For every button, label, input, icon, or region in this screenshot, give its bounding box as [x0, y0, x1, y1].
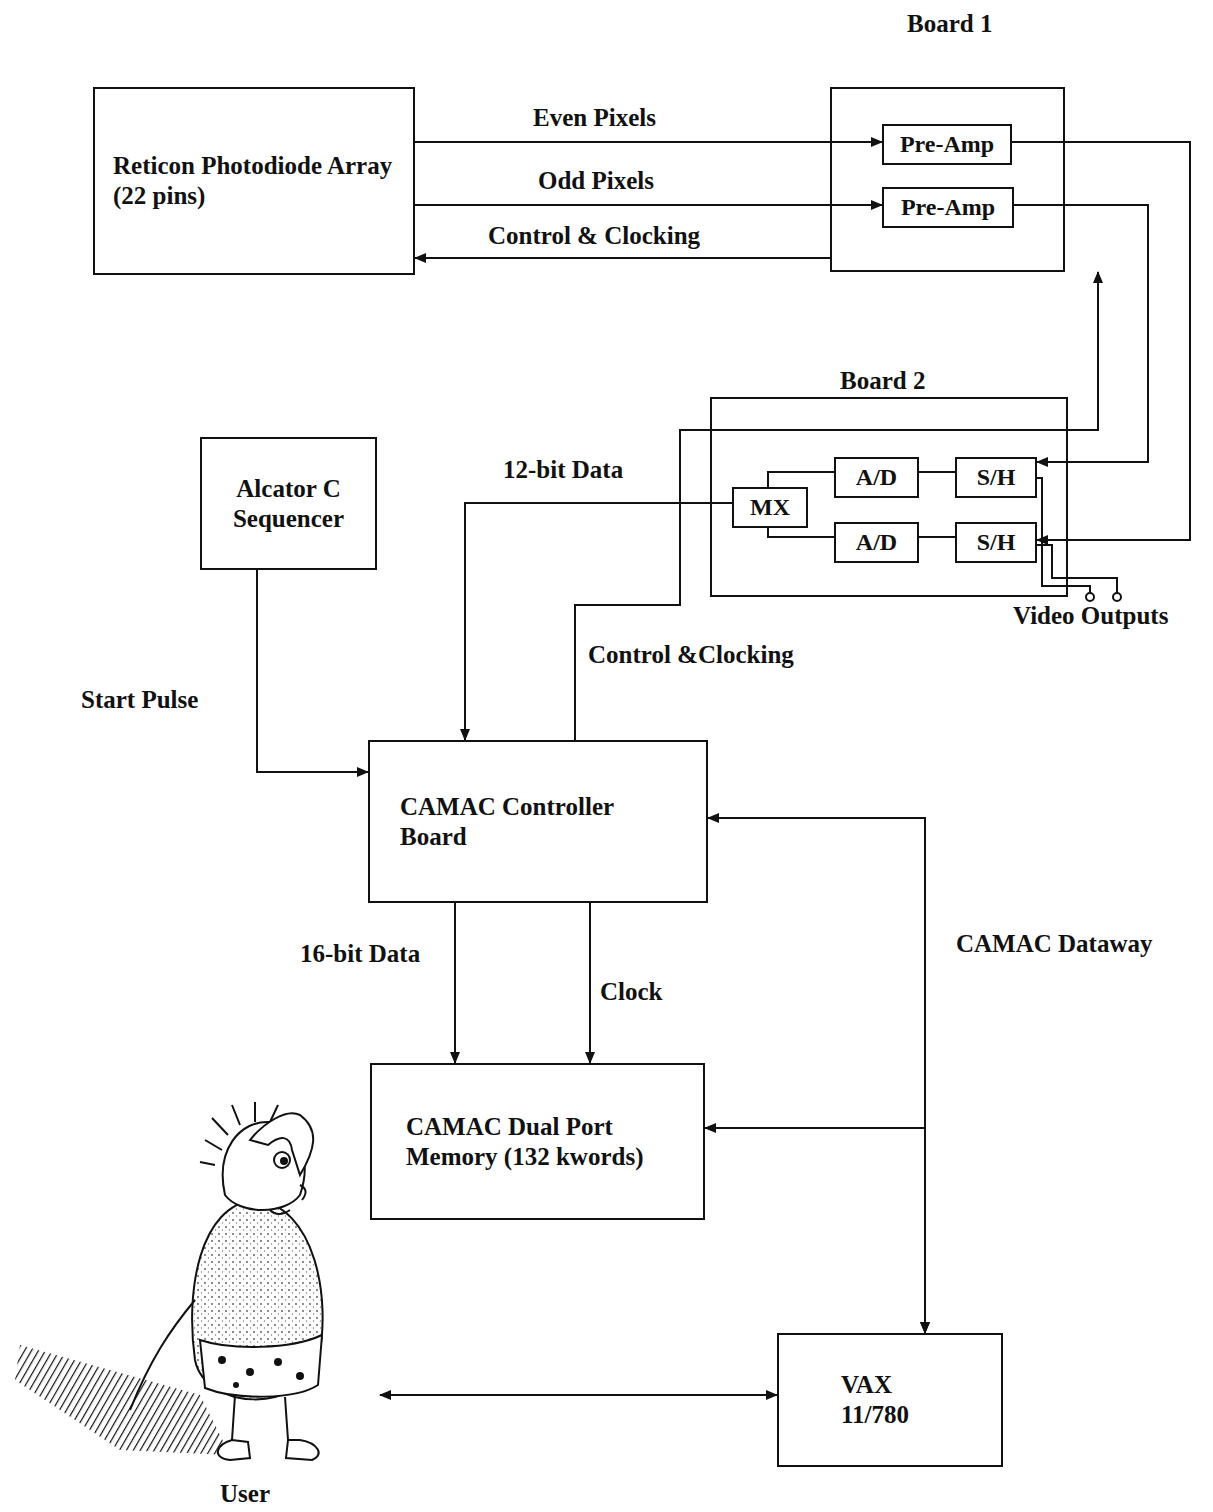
- connector: [768, 472, 834, 487]
- memory-box: CAMAC Dual Port Memory (132 kwords): [370, 1063, 705, 1220]
- foot: [218, 1440, 250, 1460]
- board-box: Board 1Pre-AmpPre-Amp: [830, 87, 1065, 272]
- dot: [218, 1356, 226, 1364]
- converter-box: A/D: [834, 457, 919, 498]
- node-text: Pre-Amp: [901, 193, 995, 222]
- video-wire: [1035, 478, 1090, 593]
- node-text: MX: [750, 493, 790, 522]
- user-figure: User: [110, 1100, 380, 1512]
- node-text: VAX 11/780: [841, 1370, 951, 1430]
- node-text: A/D: [856, 463, 897, 492]
- node-text: A/D: [856, 528, 897, 557]
- detector-box: Reticon Photodiode Array (22 pins): [93, 87, 415, 275]
- amplifier-box: Pre-Amp: [882, 187, 1014, 228]
- connector-label: Odd Pixels: [535, 167, 657, 196]
- node-text: S/H: [977, 463, 1016, 492]
- connector: [380, 1394, 777, 1396]
- connector: [1012, 142, 1190, 540]
- foot: [286, 1440, 319, 1460]
- connector: [919, 471, 955, 473]
- nose: [300, 1185, 306, 1200]
- computer-box: VAX 11/780: [777, 1333, 1003, 1467]
- connector-label: 12-bit Data: [500, 456, 626, 485]
- connector: [1014, 205, 1148, 462]
- connector: [575, 272, 1098, 740]
- hand-over-eyes: [250, 1113, 313, 1175]
- connector-layer: [257, 142, 1190, 1395]
- connector-label: Control & Clocking: [485, 222, 703, 251]
- connector-label: Control &Clocking: [585, 641, 797, 670]
- node-text: CAMAC Controller Board: [400, 792, 685, 852]
- connector-label: 16-bit Data: [297, 940, 423, 969]
- connector-label: Start Pulse: [78, 686, 201, 715]
- user-illustration: [15, 1102, 323, 1460]
- dot: [274, 1358, 282, 1366]
- dot: [246, 1368, 254, 1376]
- connector: [919, 536, 955, 538]
- board-heading: Board 2: [840, 366, 925, 396]
- node-text: Reticon Photodiode Array (22 pins): [113, 151, 403, 211]
- sample-hold-box: S/H: [955, 522, 1037, 563]
- connector: [708, 818, 925, 1333]
- signal-label: Video Outputs: [1010, 602, 1171, 631]
- signal-label: CAMAC Dataway: [953, 930, 1156, 959]
- connector: [415, 257, 830, 259]
- connector: [768, 528, 834, 537]
- board-box: Board 2A/DS/HMXA/DS/H: [710, 397, 1068, 597]
- connector: [415, 141, 882, 143]
- dot: [233, 1382, 239, 1388]
- connector: [454, 903, 456, 1063]
- sample-hold-box: S/H: [955, 457, 1037, 498]
- multiplexer-box: MX: [732, 487, 808, 528]
- loincloth-dots: [218, 1356, 304, 1388]
- node-text: S/H: [977, 528, 1016, 557]
- sequencer-box: Alcator C Sequencer: [200, 437, 377, 570]
- legs: [232, 1395, 288, 1440]
- loincloth: [200, 1335, 322, 1397]
- dot: [296, 1372, 304, 1380]
- controller-box: CAMAC Controller Board: [368, 740, 708, 903]
- eye: [274, 1152, 290, 1168]
- connector: [257, 570, 368, 772]
- video-wire: [1035, 545, 1117, 593]
- connector: [589, 903, 591, 1063]
- output-terminal: [1086, 593, 1094, 601]
- output-terminal: [1113, 593, 1121, 601]
- node-text: CAMAC Dual Port Memory (132 kwords): [406, 1112, 691, 1172]
- converter-box: A/D: [834, 522, 919, 563]
- node-text: User: [220, 1479, 270, 1509]
- body: [192, 1200, 323, 1399]
- amplifier-box: Pre-Amp: [882, 124, 1012, 165]
- node-text: Alcator C Sequencer: [214, 474, 364, 534]
- connector-label: Even Pixels: [530, 104, 659, 133]
- node-text: Pre-Amp: [900, 130, 994, 159]
- pupil: [281, 1158, 287, 1164]
- stick: [130, 1300, 195, 1410]
- connector: [465, 503, 732, 740]
- board-heading: Board 1: [907, 9, 992, 39]
- connector-label: Clock: [597, 978, 666, 1007]
- connector: [705, 1128, 925, 1333]
- connector: [415, 204, 882, 206]
- mouth: [270, 1210, 290, 1214]
